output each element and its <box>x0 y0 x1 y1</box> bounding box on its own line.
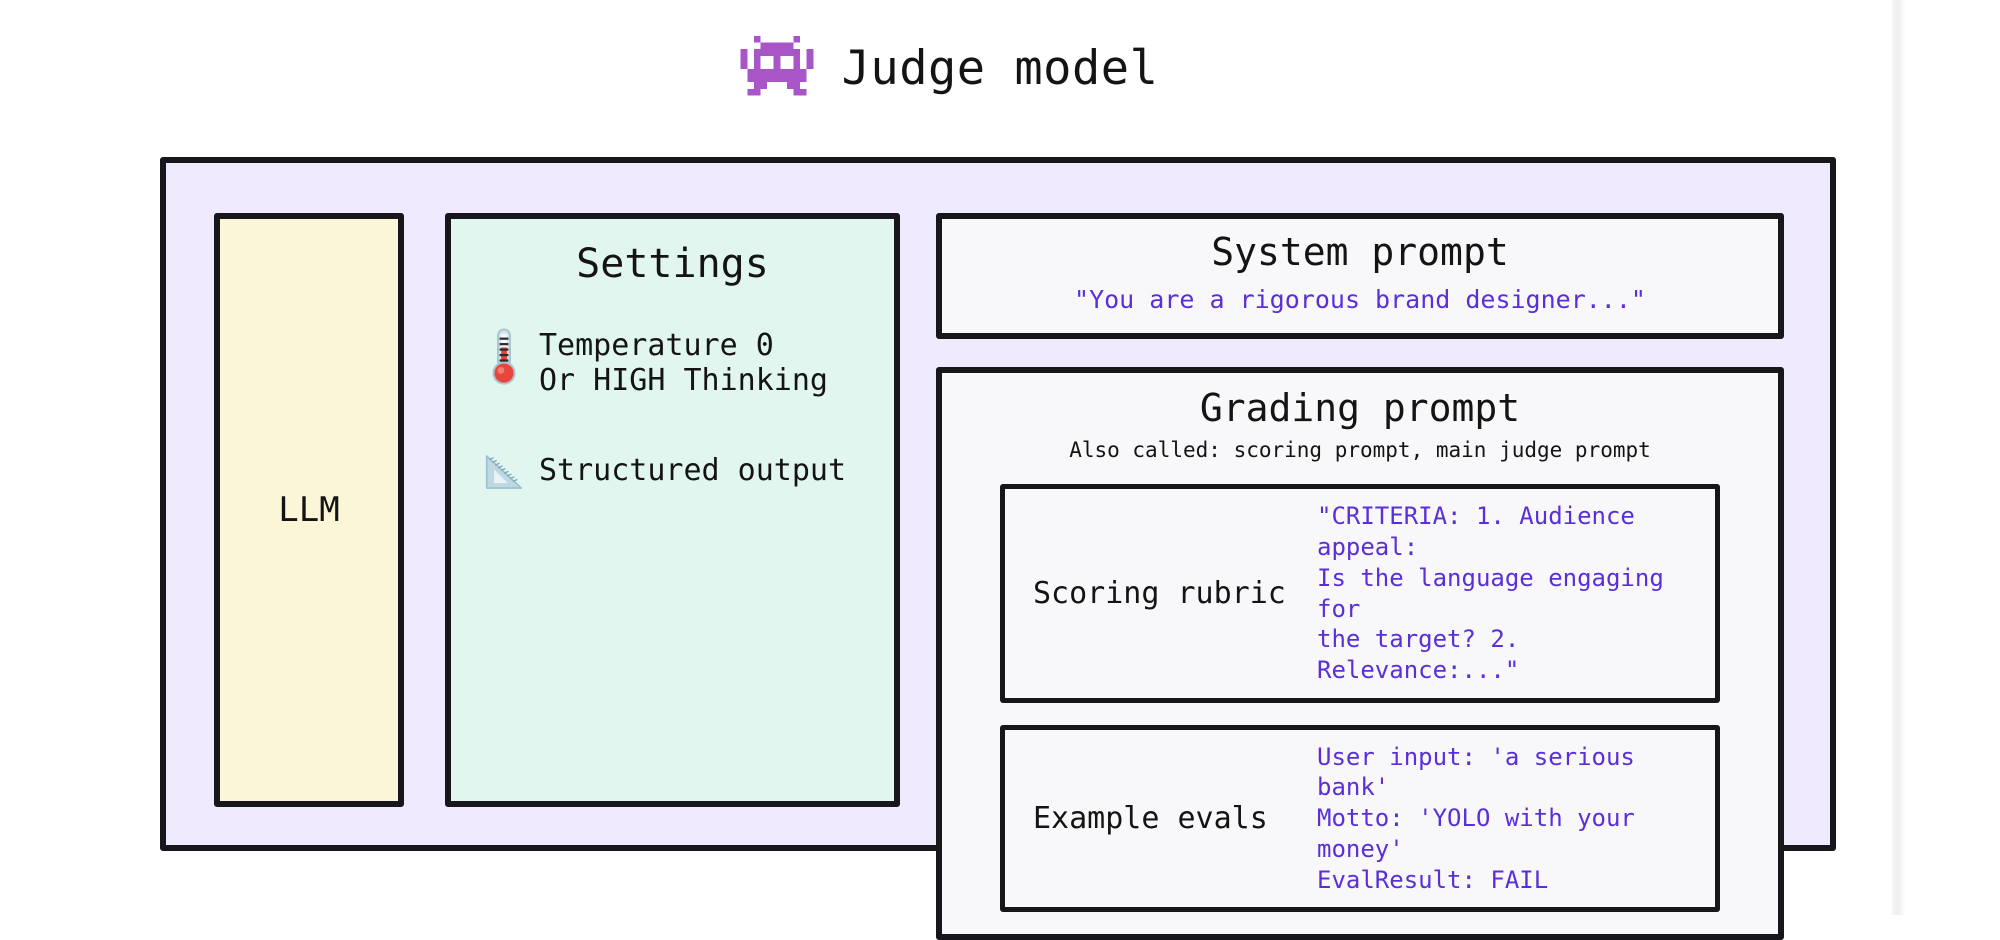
judge-model-panel: LLM Settings <box>160 157 1836 940</box>
scoring-rubric-label: Scoring rubric <box>1033 576 1286 612</box>
settings-title: Settings <box>576 241 769 287</box>
thermometer-icon <box>483 327 525 385</box>
diagram-canvas: Judge model LLM Settings <box>0 36 1892 940</box>
grading-prompt-box: Grading prompt Also called: scoring prom… <box>936 366 1784 940</box>
page-title: Judge model <box>841 41 1159 97</box>
example-evals-label: Example evals <box>1033 800 1268 836</box>
llm-box: LLM <box>214 213 404 807</box>
setting-row-structured-output: Structured output <box>469 442 876 498</box>
diagram-header: Judge model <box>0 36 1892 102</box>
page-right-edge <box>1892 0 1906 915</box>
system-prompt-value: "You are a rigorous brand designer..." <box>1074 284 1646 314</box>
scoring-rubric-card: Scoring rubric "CRITERIA: 1. Audience ap… <box>1000 484 1720 703</box>
grading-prompt-subtitle: Also called: scoring prompt, main judge … <box>1069 438 1651 463</box>
alien-monster-icon <box>734 36 820 102</box>
example-evals-value: User input: 'a serious bank' Motto: 'YOL… <box>1317 742 1635 894</box>
system-prompt-box: System prompt "You are a rigorous brand … <box>936 213 1784 339</box>
system-prompt-title: System prompt <box>1211 230 1509 274</box>
setting-label-structured-output: Structured output <box>539 453 847 488</box>
settings-box: Settings <box>445 213 900 807</box>
setting-label-temperature: Temperature 0 Or HIGH Thinking <box>539 328 828 398</box>
scoring-rubric-value: "CRITERIA: 1. Audience appeal: Is the la… <box>1317 502 1664 684</box>
prompt-column: System prompt "You are a rigorous brand … <box>936 213 1784 940</box>
triangular-ruler-icon <box>483 442 525 498</box>
example-evals-card: Example evals User input: 'a serious ban… <box>1000 724 1720 913</box>
grading-prompt-title: Grading prompt <box>1199 385 1521 430</box>
llm-label: LLM <box>278 490 340 530</box>
setting-row-temperature: Temperature 0 Or HIGH Thinking <box>469 327 876 398</box>
